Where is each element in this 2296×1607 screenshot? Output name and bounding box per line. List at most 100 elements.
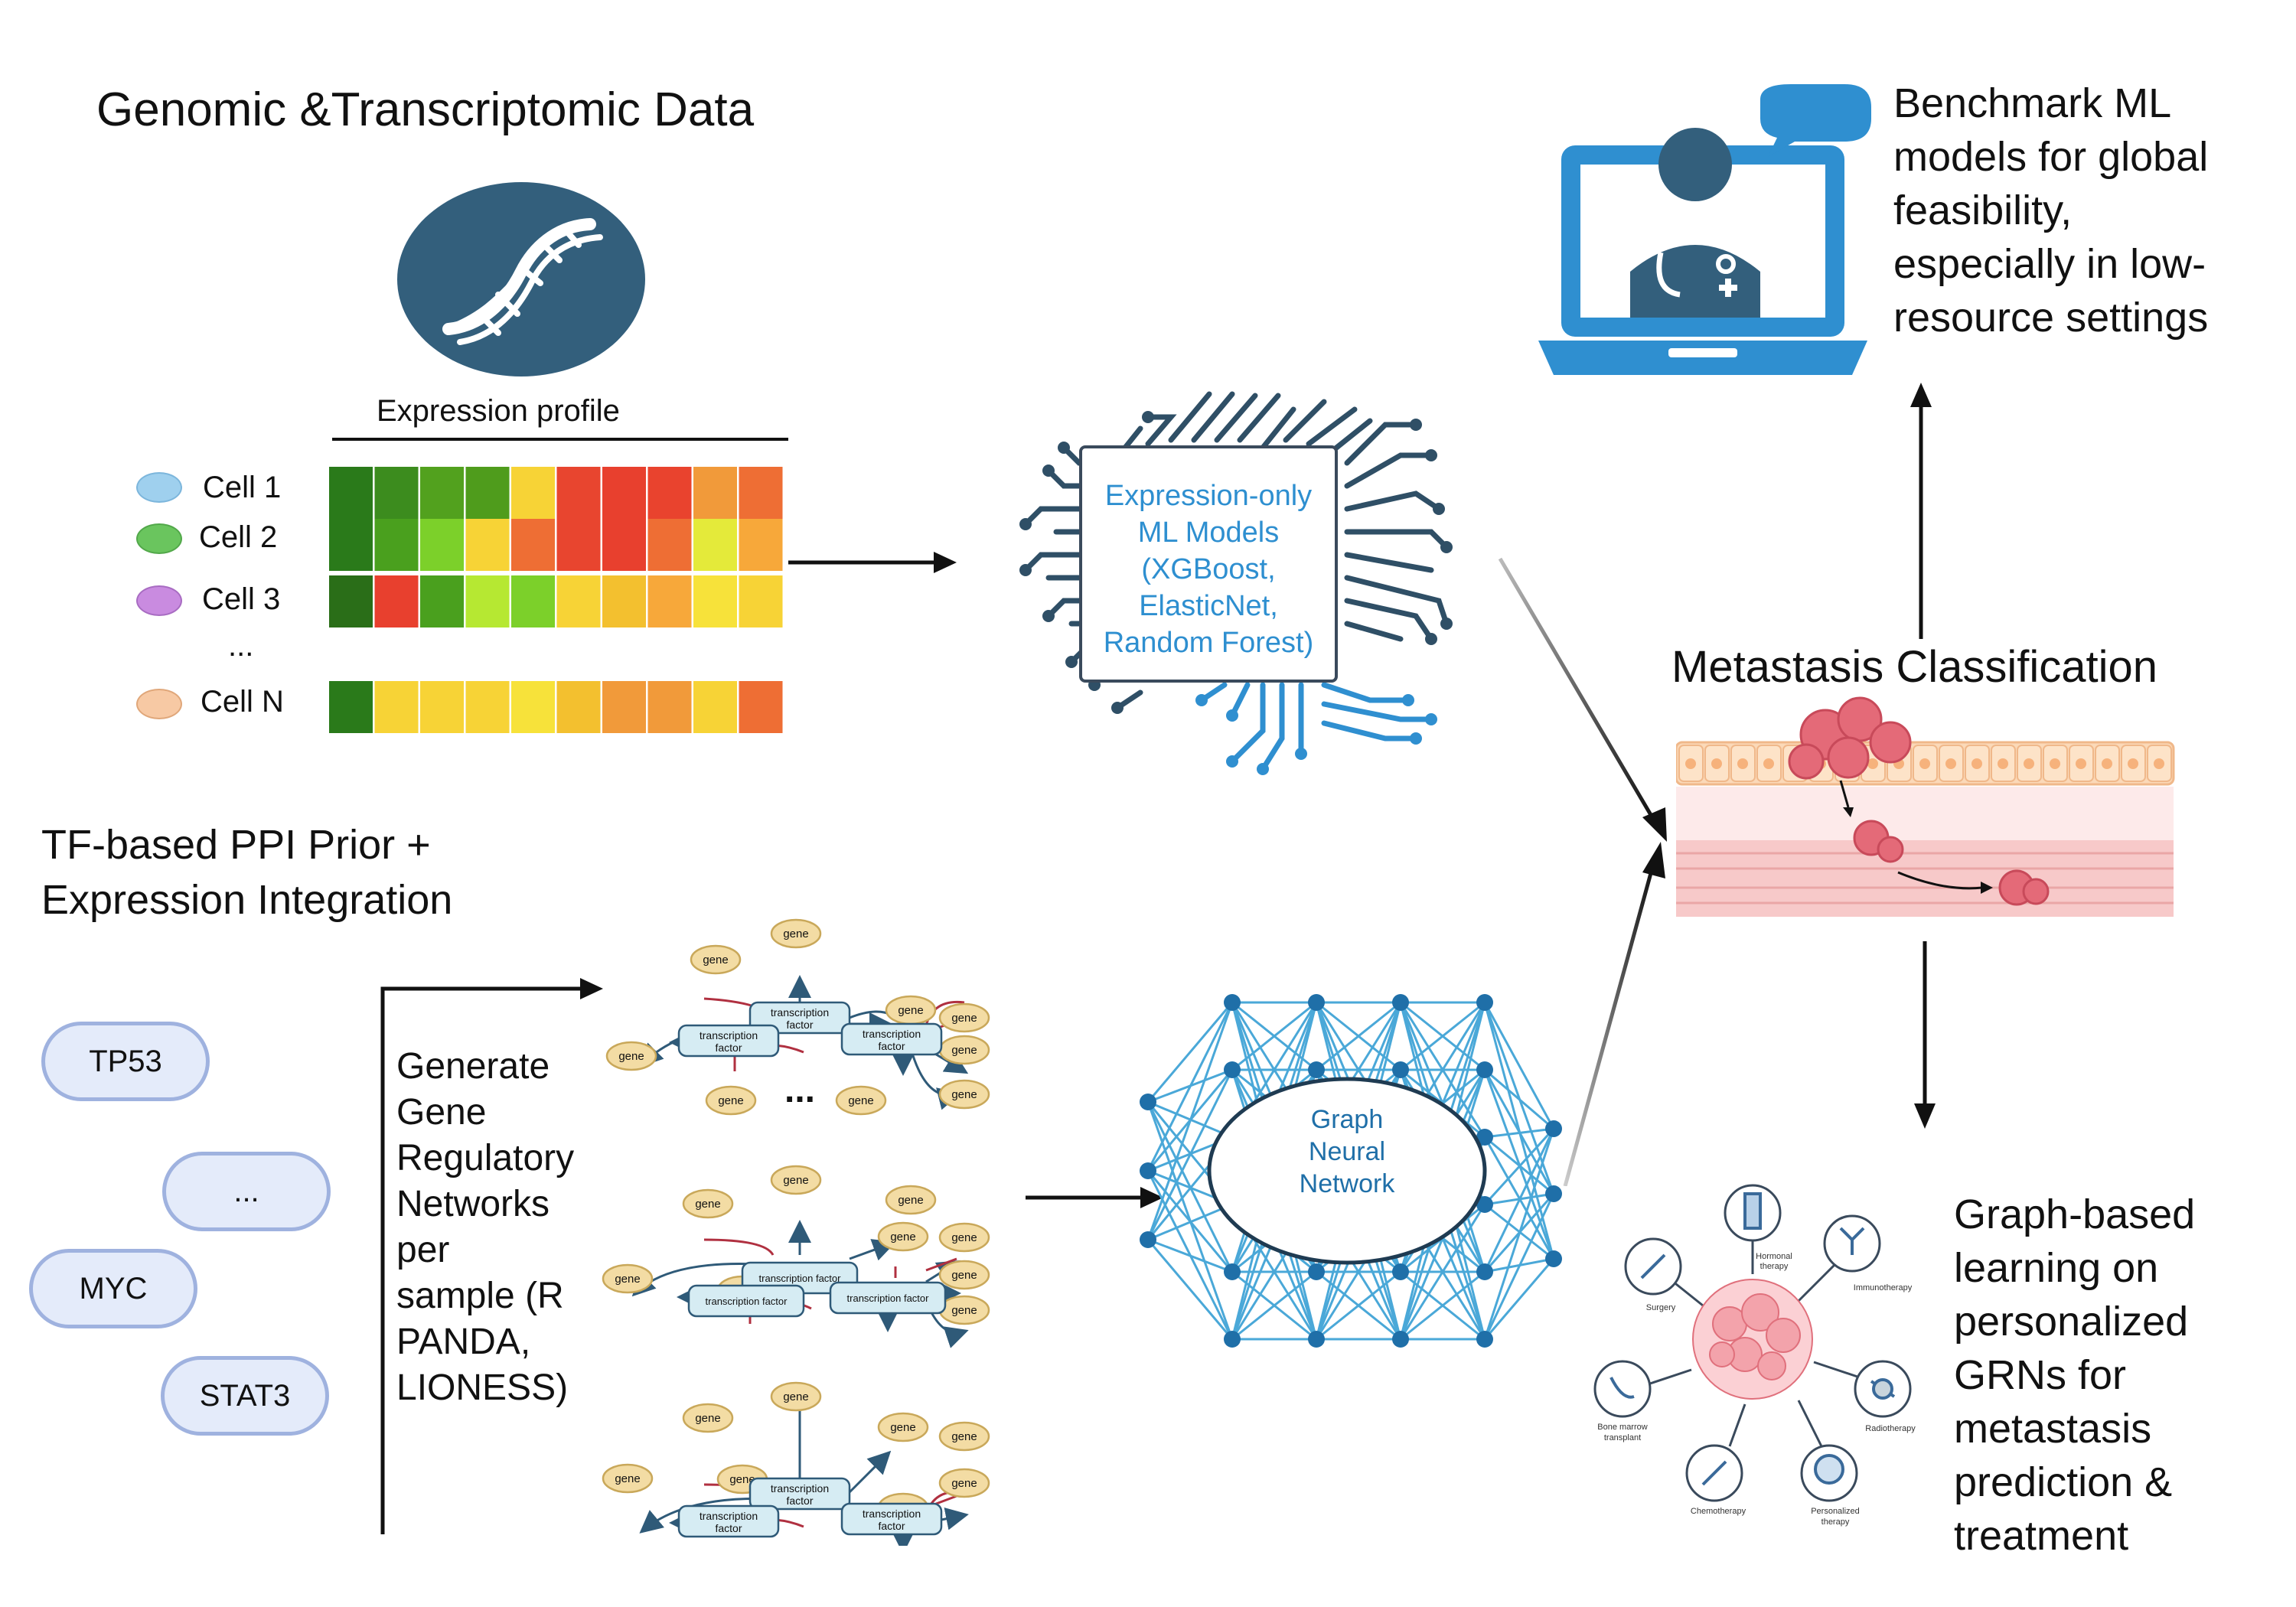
heatmap-cell [465,575,510,627]
svg-text:factor: factor [878,1040,905,1052]
metastasis-title: Metastasis Classification [1671,642,2157,692]
svg-text:gene: gene [951,1430,977,1443]
svg-text:transcription: transcription [863,1028,921,1040]
gene-node: gene [938,1002,990,1033]
svg-text:gene: gene [615,1273,640,1286]
gnn-node [1224,1263,1241,1280]
gene-node: gene [938,1295,990,1325]
generate-line-7: PANDA, [396,1322,531,1362]
benchmark-line-5: resource settings [1893,295,2209,341]
cell-3-icon [136,585,182,616]
gnn-node [1545,1185,1562,1202]
generate-line-3: Regulatory [396,1138,575,1178]
therapy-surgery-label: Surgery [1646,1303,1676,1312]
gnn-node [1308,1263,1325,1280]
svg-text:gene: gene [718,1094,743,1107]
arrow-to-grn [380,978,603,1534]
heatmap-cell [374,519,419,571]
cell-nucleus [2102,758,2112,769]
heatmap-cell [465,467,510,519]
heatmap-cell [374,575,419,627]
benchmark-text: Benchmark ML models for global feasibili… [1893,77,2291,344]
svg-text:gene: gene [890,1421,915,1434]
gnn-line-3: Network [1299,1169,1395,1198]
therapy-personalized-label-2: therapy [1821,1517,1850,1527]
cell-nucleus [1711,758,1722,769]
svg-text:factor: factor [715,1522,742,1534]
benchmark-line-4: especially in low- [1893,241,2206,287]
gene-node: gene [877,1412,929,1442]
gnn-node [1476,1196,1493,1213]
gnn-node [1308,1061,1325,1078]
gnn-label: Graph Neural Network [1255,1103,1439,1200]
gene-regulatory-networks: gene gene gene gene gene gene gene gene gene gene… [602,918,990,1546]
gene-node: gene [770,1165,822,1195]
svg-text:gene: gene [951,1231,977,1244]
tf-title-line-1: TF-based PPI Prior + [41,822,431,868]
gene-node: gene [885,995,937,1025]
cell-n-icon [136,689,182,719]
gene-node: gene [602,1463,654,1494]
generate-line-2: Gene [396,1092,487,1133]
svg-text:gene: gene [951,1088,977,1101]
heatmap-cell [602,575,646,627]
gene-node: gene [690,944,742,975]
svg-text:factor: factor [786,1019,813,1031]
tf-title: TF-based PPI Prior + Expression Integrat… [41,817,452,927]
cell-nucleus [1763,758,1774,769]
gene-node: gene [605,1041,657,1071]
gnn-node [1308,1331,1325,1348]
svg-text:gene: gene [783,1174,808,1187]
heatmap-cell [329,681,373,733]
gnn-node [1224,1331,1241,1348]
cell-1-label: Cell 1 [203,471,282,504]
gnn-node [1392,1263,1409,1280]
cell-nucleus [1998,758,2008,769]
gnn-node [1224,994,1241,1011]
therapy-chemotherapy-label: Chemotherapy [1691,1507,1746,1516]
cell-2-label: Cell 2 [199,520,278,554]
svg-text:gene: gene [783,927,808,940]
gnn-line-1: Graph [1310,1105,1384,1134]
heatmap-cell [556,519,601,571]
ml-line-1: Expression-only [1104,480,1313,512]
ml-line-5: Random Forest) [1103,627,1314,659]
heatmap-cell [647,681,692,733]
gnn-node [1476,994,1493,1011]
svg-text:gene: gene [898,1004,923,1017]
tumor-icon [1692,1279,1813,1400]
cell-3-label: Cell 3 [202,582,281,616]
ml-line-2: ML Models [1137,517,1280,549]
heatmap-cell [602,519,646,571]
heatmap-cell [465,519,510,571]
generate-line-6: sample (R [396,1276,564,1316]
heatmap-cell [511,681,555,733]
heatmap-cell [556,575,601,627]
ml-models-box: Expression-only ML Models (XGBoost, Elas… [1079,445,1338,683]
metastasis-tissue-illustration [1676,696,2175,917]
heatmap-cell [739,519,783,571]
gnn-node [1476,1331,1493,1348]
svg-text:transcription: transcription [700,1029,758,1041]
therapy-bone-marrow-label-1: Bone marrow [1597,1423,1647,1432]
transcription-factor-node: transcription factor [829,1281,947,1315]
gnn-line-2: Neural [1308,1137,1386,1166]
gnn-node [1392,1331,1409,1348]
heatmap-cell [739,467,783,519]
cell-1-icon [136,472,182,503]
treatment-wheel: Hormonal therapy Immunotherapy Radiother… [1593,1184,1916,1527]
heatmap-cell [693,467,737,519]
svg-text:transcription factor: transcription factor [759,1273,842,1284]
gene-pill-stat3: STAT3 [161,1356,329,1436]
heatmap-cell [374,681,419,733]
graph-learning-line-4: GRNs for [1954,1352,2127,1398]
gnn-node [1224,1061,1241,1078]
generate-line-4: Networks [396,1184,550,1224]
expression-profile-rule [332,438,788,441]
therapy-bone-marrow-label-2: transplant [1604,1433,1641,1442]
